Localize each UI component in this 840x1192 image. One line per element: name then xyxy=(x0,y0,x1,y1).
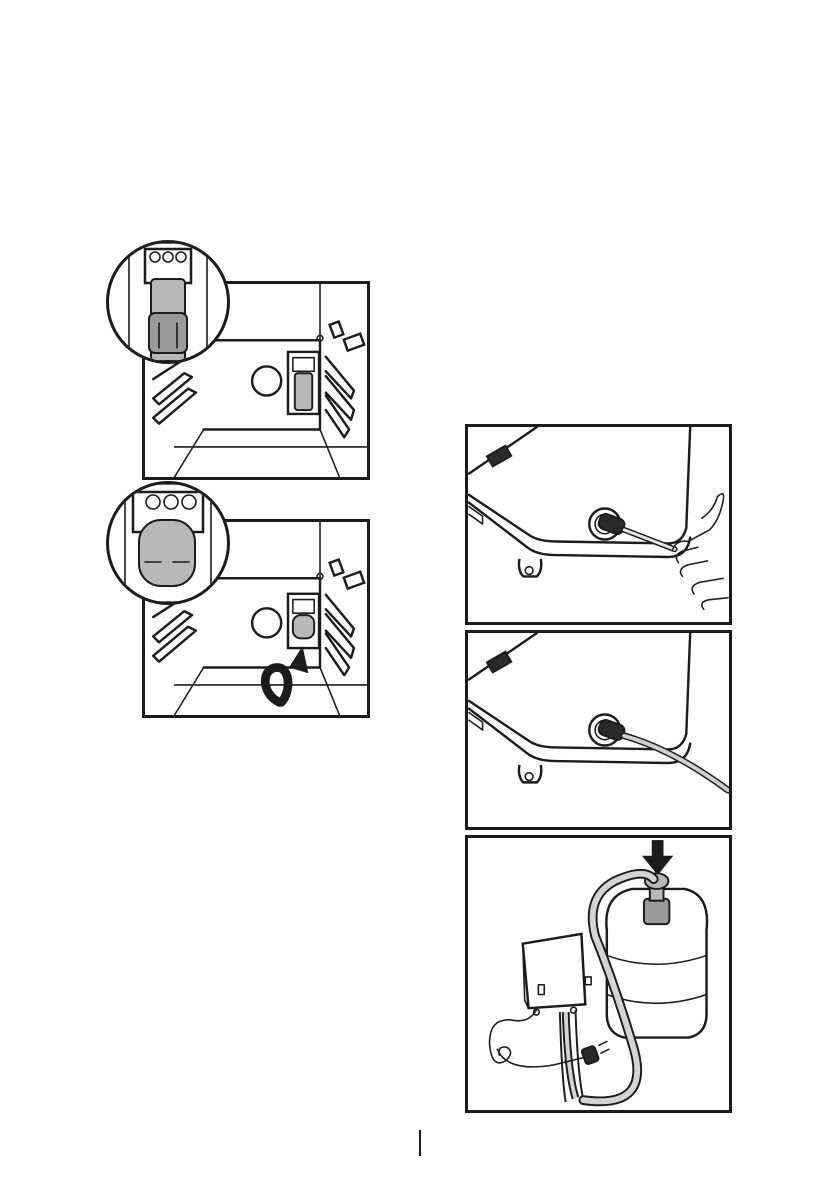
filter-closeup-2 xyxy=(109,484,227,602)
pump-hose-insert-illustration xyxy=(468,427,729,622)
zoom-filter-installed xyxy=(106,240,230,364)
hand-icon xyxy=(673,494,728,610)
pump-hose-connected-illustration xyxy=(468,633,729,827)
pump-unit-icon xyxy=(523,934,591,1015)
figure-hose-insert xyxy=(465,424,732,625)
bottle-setup-illustration xyxy=(468,838,729,1110)
rotate-arrow-icon xyxy=(265,646,308,702)
figure-bottle-setup xyxy=(465,835,732,1113)
zoom-filter-turned xyxy=(106,481,230,605)
figure-hose-connected xyxy=(465,630,732,830)
filter-closeup xyxy=(109,243,227,361)
power-plug-icon xyxy=(581,1041,609,1064)
page-number-divider xyxy=(419,1130,421,1156)
